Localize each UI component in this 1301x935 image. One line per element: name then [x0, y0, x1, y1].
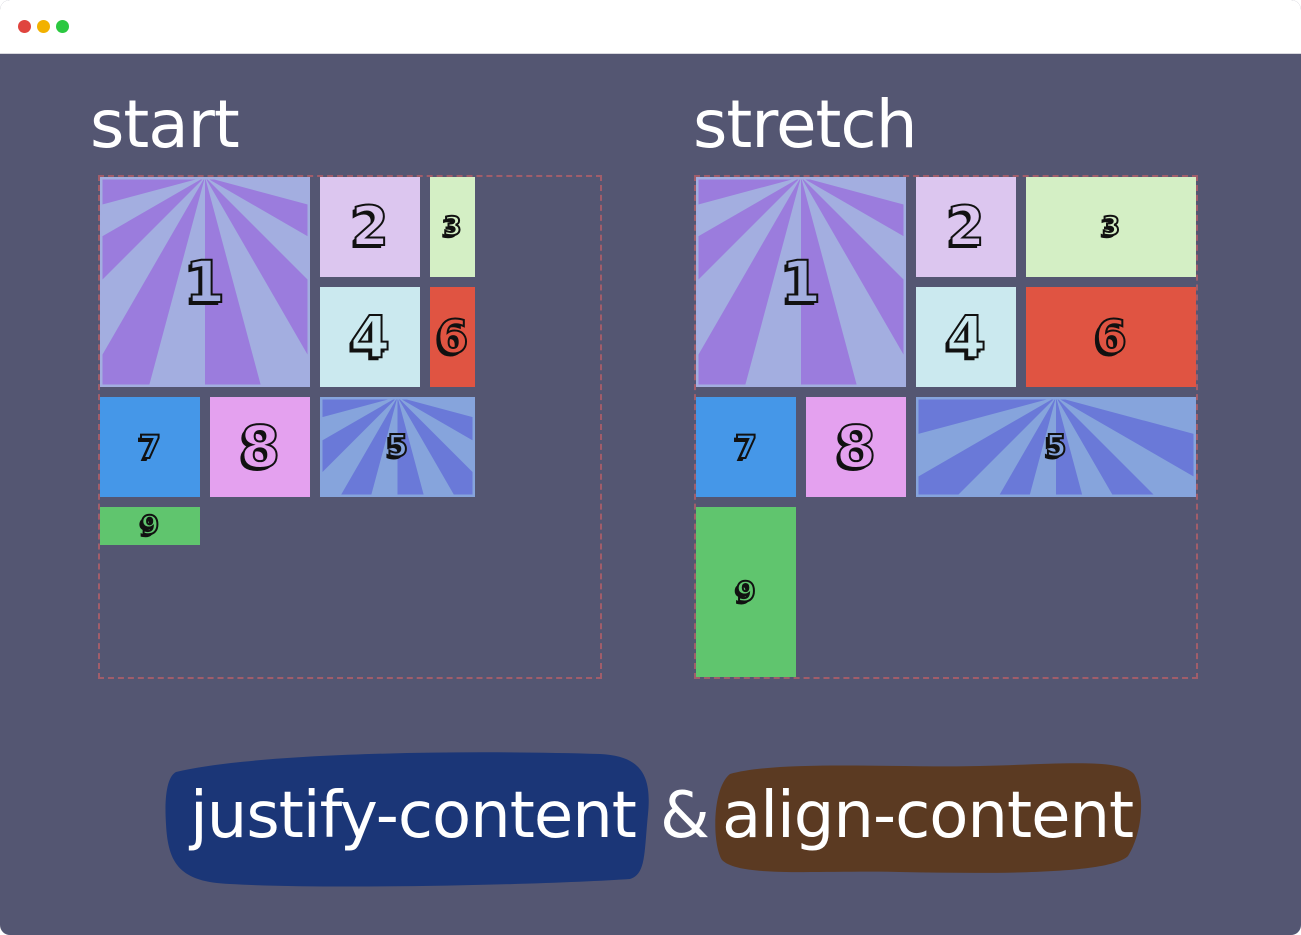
- sunburst-pattern: [100, 177, 310, 387]
- grid-item-number: 5: [386, 429, 409, 464]
- grid-item-number: 2: [350, 195, 390, 258]
- grid-item-number: 4: [945, 303, 987, 371]
- footer-ampersand: &: [660, 779, 710, 853]
- grid-item-4: 4: [320, 287, 420, 387]
- grid-item-number: 1: [780, 248, 822, 316]
- sunburst-pattern: [696, 177, 906, 387]
- grid-item-number: 9: [735, 575, 757, 608]
- grid-item-number: 7: [138, 428, 162, 466]
- grid-item-number: 8: [239, 413, 281, 481]
- grid-item-7: 7: [100, 397, 200, 497]
- grid-item-number: 6: [1094, 310, 1128, 364]
- grid-item-number: 3: [1101, 212, 1121, 242]
- blob-justify: [165, 752, 1142, 887]
- grid-stretch: 1 2 3 4 6 7 8 5 9: [694, 175, 1198, 679]
- grid-item-9: 9: [100, 507, 200, 545]
- grid-item-1: 1: [696, 177, 906, 387]
- close-dot[interactable]: [18, 20, 31, 33]
- footer-align-content: align-content: [722, 779, 1134, 853]
- grid-item-8: 8: [210, 397, 310, 497]
- grid-item-6: 6: [430, 287, 475, 387]
- sunburst-pattern: [320, 397, 475, 497]
- minimize-dot[interactable]: [37, 20, 50, 33]
- grid-item-number: 4: [349, 303, 391, 371]
- grid-item-1: 1: [100, 177, 310, 387]
- grid-item-4: 4: [916, 287, 1016, 387]
- footer-justify-content: justify-content: [190, 779, 637, 853]
- grid-item-5: 5: [916, 397, 1196, 497]
- grid-item-6: 6: [1026, 287, 1196, 387]
- grid-item-2: 2: [916, 177, 1016, 277]
- grid-item-number: 2: [946, 195, 986, 258]
- grid-item-number: 8: [835, 413, 877, 481]
- grid-item-number: 7: [734, 428, 758, 466]
- grid-item-3: 3: [430, 177, 475, 277]
- grid-item-3: 3: [1026, 177, 1196, 277]
- grid-item-number: 1: [184, 248, 226, 316]
- grid-item-5: 5: [320, 397, 475, 497]
- title-bar: [0, 0, 1301, 54]
- grid-item-9: 9: [696, 507, 796, 677]
- grid-item-number: 9: [140, 511, 160, 541]
- sunburst-pattern: [916, 397, 1196, 497]
- grid-item-2: 2: [320, 177, 420, 277]
- maximize-dot[interactable]: [56, 20, 69, 33]
- grid-item-number: 3: [442, 212, 462, 242]
- grid-item-number: 5: [1045, 429, 1068, 464]
- grid-item-number: 6: [435, 310, 469, 364]
- grid-item-7: 7: [696, 397, 796, 497]
- panel-title-stretch: stretch: [693, 86, 918, 163]
- footer-caption: justify-content & align-content: [0, 744, 1301, 894]
- grid-item-8: 8: [806, 397, 906, 497]
- panel-title-start: start: [90, 86, 240, 163]
